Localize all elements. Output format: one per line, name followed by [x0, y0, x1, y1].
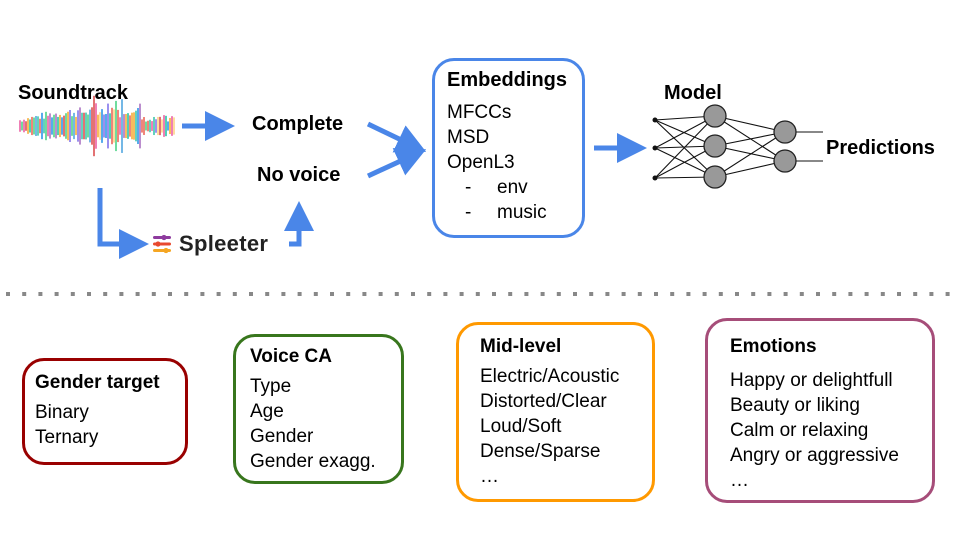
network-edge — [714, 160, 786, 178]
embeddings-title: Embeddings — [447, 69, 568, 91]
neural-network-icon — [652, 104, 823, 189]
voice-ca-title: Voice CA — [250, 346, 333, 367]
predictions-label: Predictions — [826, 137, 935, 159]
voice-ca-box: Voice CA Type Age Gender Gender exagg. — [233, 334, 404, 484]
input-node — [652, 175, 658, 181]
emotion-item: … — [730, 470, 749, 491]
network-edge — [714, 131, 786, 178]
gender-target-item: Ternary — [35, 427, 99, 448]
flow-arrows — [97, 111, 648, 259]
hidden-node — [773, 149, 797, 173]
network-edge — [714, 145, 786, 162]
emotion-item: Calm or relaxing — [730, 420, 869, 441]
emotions-box: Emotions Happy or delightfull Beauty or … — [705, 318, 935, 503]
mid-level-title: Mid-level — [480, 336, 562, 357]
voice-ca-item: Gender exagg. — [250, 451, 376, 472]
arrow-complete-to-embeddings — [366, 121, 427, 153]
soundtrack-label: Soundtrack — [18, 82, 129, 104]
network-edge — [654, 119, 716, 178]
embedding-sub-item: - music — [447, 200, 582, 225]
spleeter-logo-icon — [153, 234, 171, 254]
no-voice-label: No voice — [257, 164, 341, 186]
hidden-node — [703, 165, 727, 189]
mid-level-item: Electric/Acoustic — [480, 366, 620, 387]
gender-target-title: Gender target — [35, 372, 160, 393]
voice-ca-item: Type — [250, 376, 292, 397]
dash-bullet: - — [465, 202, 472, 223]
network-edge — [714, 131, 786, 147]
arrow-to-no-voice — [284, 200, 314, 247]
emotion-item: Angry or aggressive — [730, 445, 899, 466]
embedding-sub-item: - env — [447, 175, 582, 200]
input-node — [652, 117, 658, 123]
hidden-node — [703, 104, 727, 128]
network-edge — [714, 115, 786, 133]
dash-bullet: - — [465, 177, 472, 198]
mid-level-item: Distorted/Clear — [480, 391, 607, 412]
gender-target-item: Binary — [35, 402, 89, 423]
spleeter-label: Spleeter — [179, 231, 269, 256]
arrow-to-spleeter — [97, 188, 150, 259]
spleeter-logo: Spleeter — [151, 231, 268, 257]
dotted-divider — [6, 292, 956, 296]
emotion-item: Happy or delightfull — [730, 370, 893, 391]
embedding-sub-label: music — [497, 202, 547, 223]
hidden-node — [773, 120, 797, 144]
waveform-icon — [19, 95, 175, 157]
emotion-item: Beauty or liking — [730, 395, 860, 416]
mid-level-item: Dense/Sparse — [480, 441, 601, 462]
complete-label: Complete — [252, 113, 344, 135]
embedding-item: MFCCs — [447, 102, 512, 123]
voice-ca-item: Age — [250, 401, 284, 422]
mid-level-box: Mid-level Electric/Acoustic Distorted/Cl… — [456, 322, 655, 502]
embedding-item: OpenL3 — [447, 152, 515, 173]
input-node — [652, 145, 658, 151]
network-edge — [654, 115, 716, 179]
mid-level-item: Loud/Soft — [480, 416, 562, 437]
model-label: Model — [664, 82, 722, 104]
embedding-sub-label: env — [497, 177, 528, 198]
embedding-item: MSD — [447, 127, 490, 148]
emotions-title: Emotions — [730, 336, 817, 357]
arrow-novoice-to-embeddings — [366, 148, 427, 179]
hidden-node — [703, 134, 727, 158]
embeddings-box: Embeddings MFCCs MSD OpenL3 - env - music — [432, 58, 585, 238]
voice-ca-item: Gender — [250, 426, 314, 447]
gender-target-box: Gender target Binary Ternary — [22, 358, 188, 465]
mid-level-item: … — [480, 466, 499, 487]
